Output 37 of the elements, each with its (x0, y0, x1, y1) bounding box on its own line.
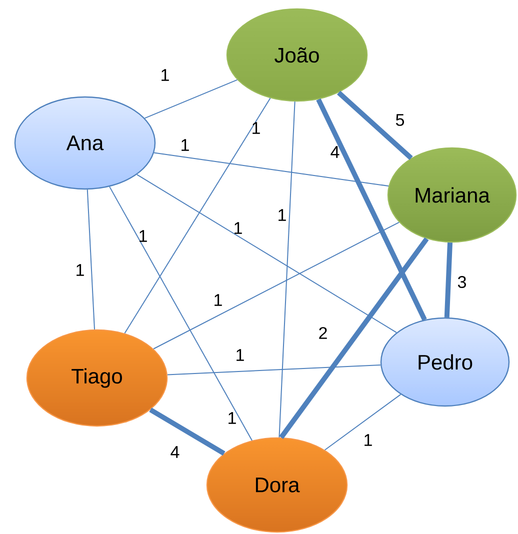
edge-label: 1 (214, 294, 222, 306)
edge-label: 1 (76, 264, 84, 276)
edge-label: 3 (458, 276, 466, 288)
connector-line (149, 408, 226, 456)
ellipse-node: Mariana (387, 147, 517, 243)
connector-line (153, 222, 400, 350)
connector-line (136, 174, 398, 334)
connector-line (444, 242, 453, 318)
edge-label: 1 (364, 434, 372, 446)
edge-label: 1 (228, 412, 236, 424)
edge-label: 1 (278, 209, 286, 221)
connector-line (279, 237, 429, 439)
edge-label: 4 (330, 146, 340, 158)
connector-line (109, 186, 253, 441)
connector-line (324, 394, 402, 450)
connector-line (144, 79, 238, 119)
connector-line (124, 98, 271, 334)
connector-line (278, 101, 296, 438)
edge-label: 1 (234, 222, 242, 234)
connector-line (316, 98, 427, 321)
ellipse-node: Tiago (26, 329, 168, 427)
connector-line (86, 189, 96, 330)
edge-label: 1 (252, 122, 260, 134)
ellipse-node: Pedro (380, 317, 510, 407)
weight-label: 1 (140, 230, 147, 242)
edge-label: 1 (236, 349, 244, 361)
edge-label: 1 (182, 139, 189, 151)
connector-line (166, 364, 382, 376)
ellipse-node: Ana (14, 96, 156, 190)
edge-label: 5 (396, 114, 404, 126)
edge-label: 4 (170, 446, 180, 458)
ellipse-node: João (226, 8, 368, 102)
connector-line (154, 152, 390, 187)
edge-label: 1 (162, 69, 169, 81)
ellipse-node: Dora (206, 437, 348, 533)
connector-line (336, 90, 413, 160)
edge-label: 2 (319, 327, 327, 339)
